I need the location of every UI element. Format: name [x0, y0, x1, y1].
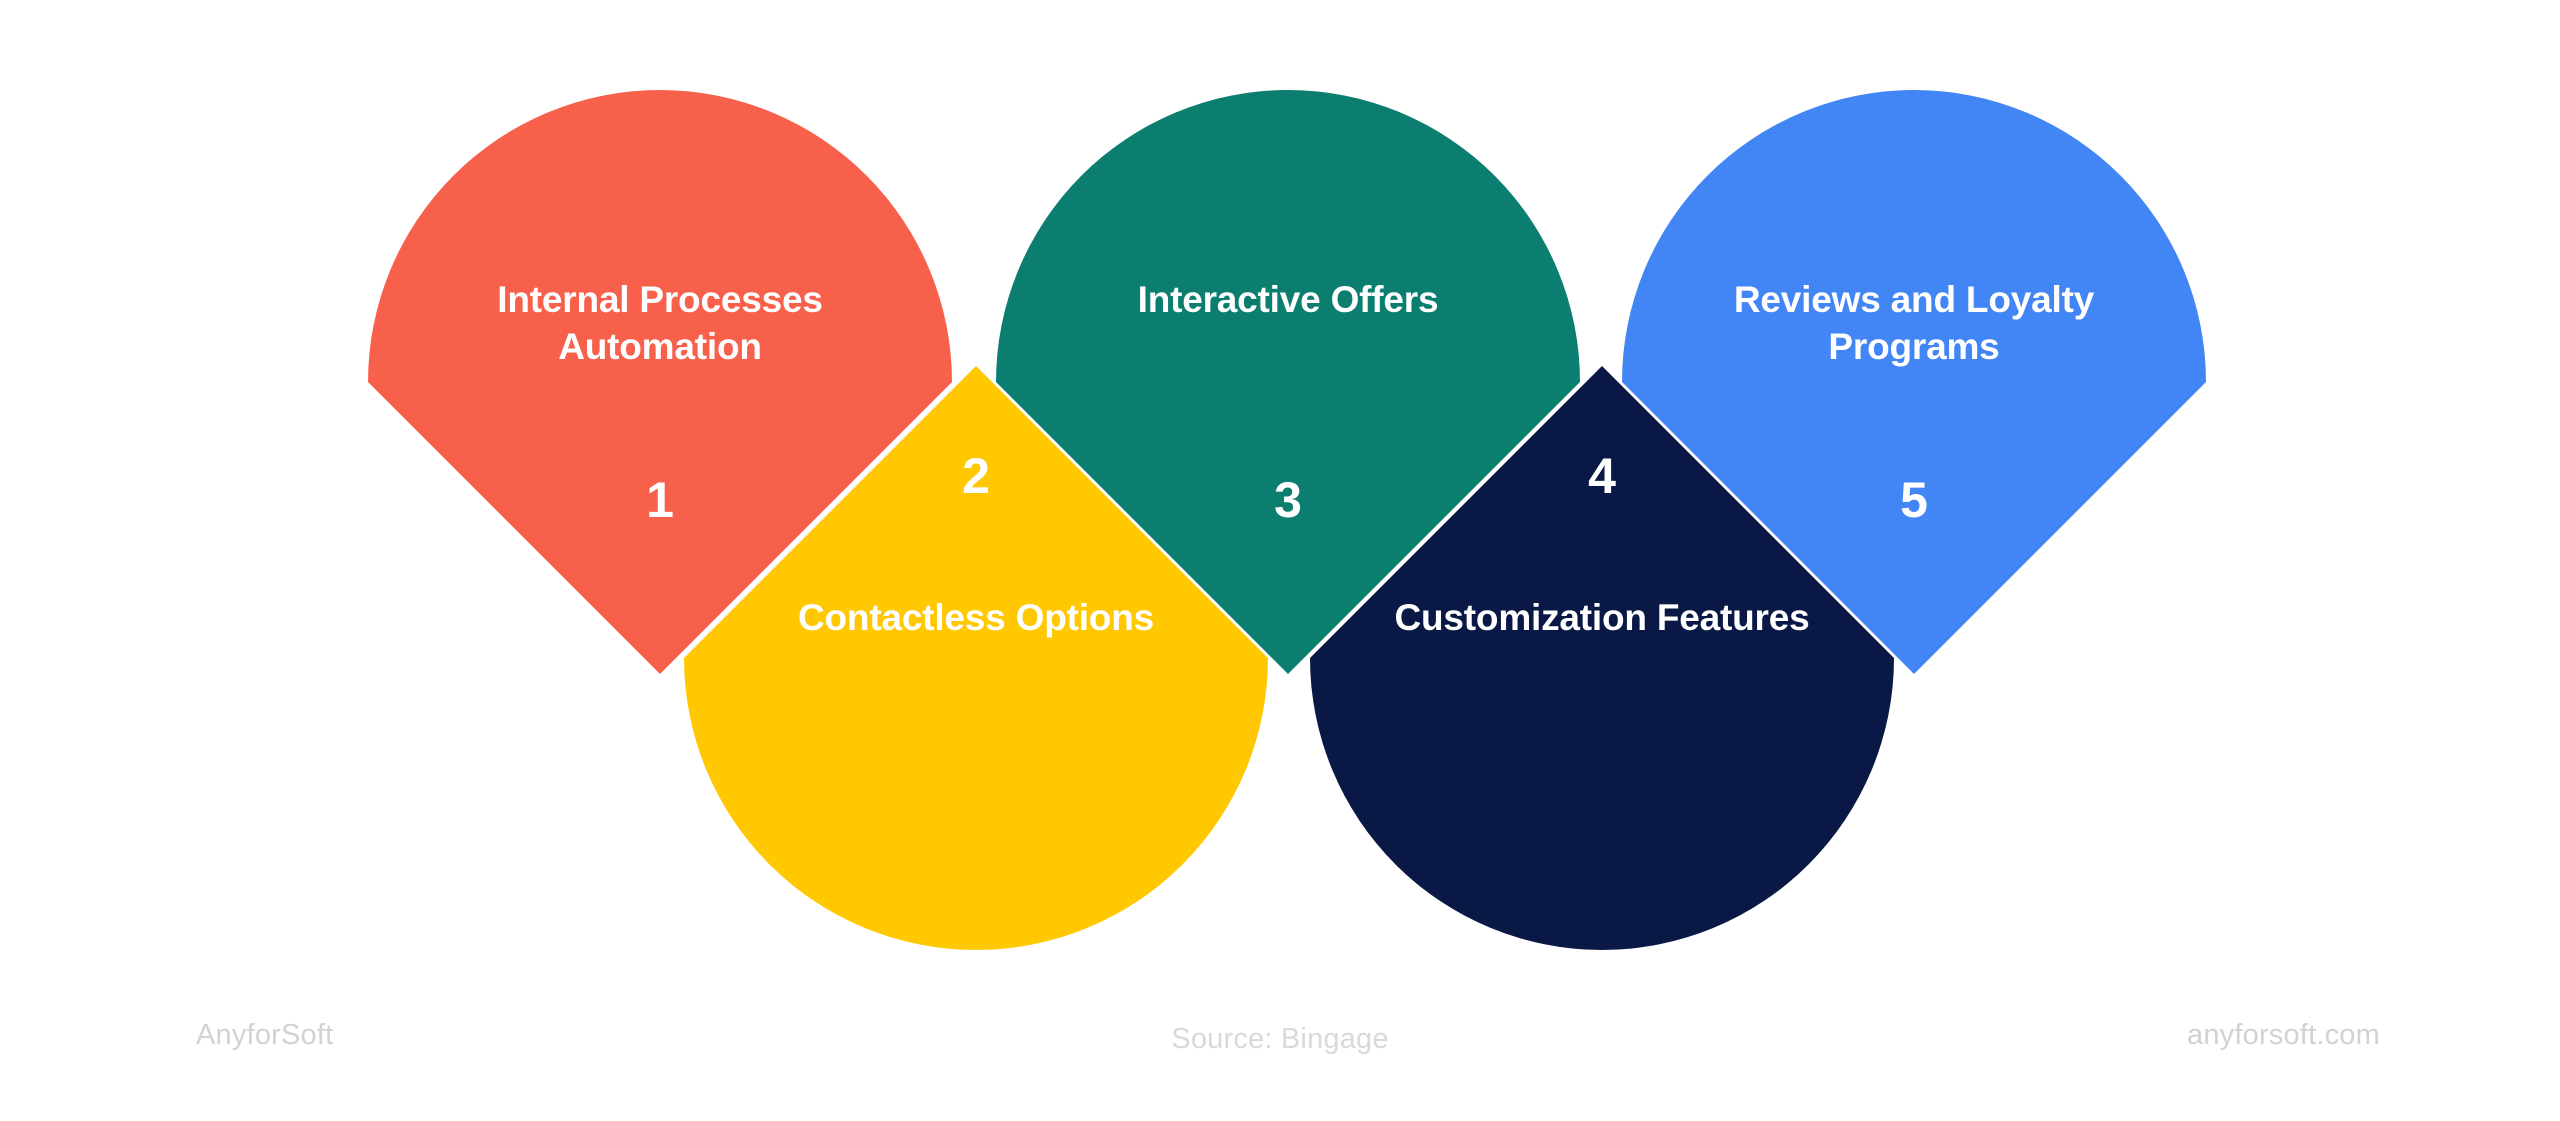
diamond-fill — [996, 90, 1580, 674]
diamond-fill — [684, 366, 1268, 950]
diamond-fill — [368, 90, 952, 674]
diamond-fill — [1310, 366, 1894, 950]
diamond-shape — [368, 90, 952, 674]
website-label: anyforsoft.com — [2187, 1019, 2380, 1051]
diamond-shape — [996, 90, 1580, 674]
diamond-shape — [1622, 90, 2206, 674]
diamond-shape — [1310, 366, 1894, 950]
source-attribution: Source: Bingage — [1171, 1023, 1389, 1055]
diamond-shape — [684, 366, 1268, 950]
brand-label: AnyforSoft — [196, 1019, 334, 1051]
diamond-fill — [1622, 90, 2206, 674]
